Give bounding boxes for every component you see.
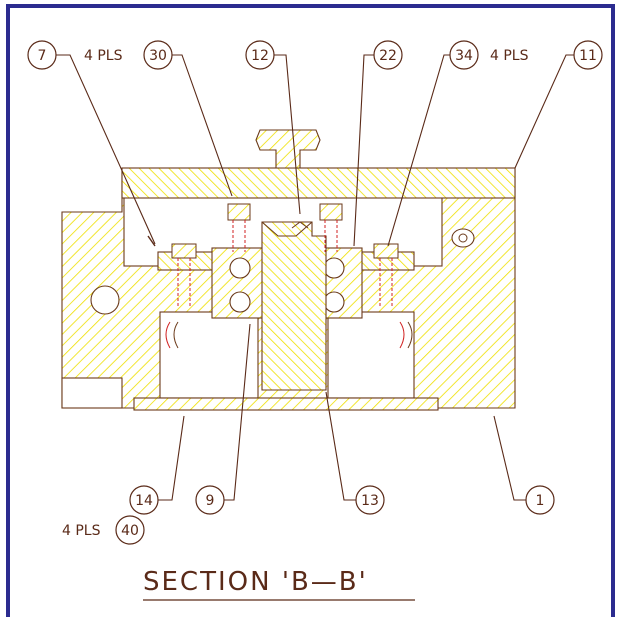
balloon-22: 22 [373, 40, 403, 70]
balloon-7-label: 7 [38, 48, 47, 64]
balloon-30-label: 30 [149, 48, 167, 64]
balloon-1: 1 [525, 485, 555, 515]
screw-7 [171, 243, 197, 306]
central-shaft [261, 221, 327, 391]
note-4-pls-bottom: 4 PLS [62, 523, 101, 539]
balloon-34-label: 34 [455, 48, 473, 64]
balloon-9-label: 9 [206, 493, 215, 509]
screw-30-right [319, 203, 343, 252]
balloon-34: 34 [449, 40, 479, 70]
bearing-left [211, 247, 265, 319]
screws [165, 203, 413, 349]
drawing-frame [6, 4, 615, 617]
balloon-14-label: 14 [135, 493, 153, 509]
balloon-1-label: 1 [536, 493, 545, 509]
section-title: SECTION 'B—B' [143, 567, 368, 597]
balloon-11: 11 [573, 40, 603, 70]
balloon-13: 13 [355, 485, 385, 515]
balloon-12: 12 [245, 40, 275, 70]
screw-34 [373, 243, 399, 306]
side-hole-right [451, 228, 475, 248]
balloon-12-label: 12 [251, 48, 269, 64]
leader-lines [56, 54, 574, 501]
note-4-pls-right: 4 PLS [490, 48, 529, 64]
note-4-pls-left: 4 PLS [84, 48, 123, 64]
side-hole [90, 285, 120, 315]
balloon-40-label: 40 [121, 523, 139, 539]
balloon-40: 40 [115, 515, 145, 545]
base-plate [133, 397, 439, 411]
balloon-11-label: 11 [579, 48, 597, 64]
balloon-14: 14 [129, 485, 159, 515]
balloon-13-label: 13 [361, 493, 379, 509]
top-knob [255, 129, 321, 169]
balloon-22-label: 22 [379, 48, 397, 64]
cover-plate [121, 167, 516, 199]
balloon-9: 9 [195, 485, 225, 515]
balloon-30: 30 [143, 40, 173, 70]
balloon-7: 7 [27, 40, 57, 70]
screw-30-left [227, 203, 251, 252]
